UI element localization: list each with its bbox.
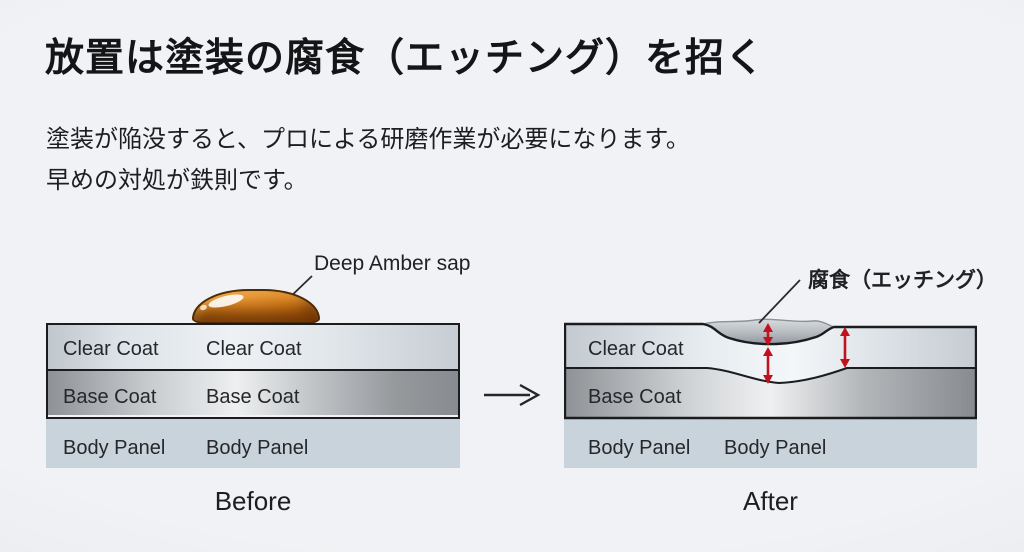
before-body-panel-label: Body Panel [206,437,309,459]
before-paint-stack [46,323,460,419]
after-caption: After [743,486,798,516]
after-diagram: 腐食（エッチング） Clear Coat Base Coat Body Pane… [564,240,997,530]
before-to-after-arrow-icon [484,383,541,407]
sap-callout-label: Deep Amber sap [314,252,471,275]
after-clear-coat-label: Clear Coat [588,338,684,360]
before-body-panel-label: Body Panel [63,437,166,459]
before-base-coat-label: Base Coat [206,386,300,408]
before-caption: Before [214,486,292,516]
subtitle-line-1: 塗装が陥没すると、プロによる研磨作業が必要になります。 [46,126,690,153]
etch-depth-arrows [763,323,850,384]
page-title: 放置は塗装の腐食（エッチング）を招く [45,37,766,80]
subtitle: 塗装が陥没すると、プロによる研磨作業が必要になります。 早めの対処が鉄則です。 [46,119,690,201]
before-diagram: Deep Amber sap Clear Coat Clear Coat Bas… [46,240,470,530]
after-etched-layers-drawing [564,279,977,468]
after-base-coat-layer [564,368,977,419]
before-clear-coat-layer [48,325,458,371]
before-base-coat-label: Base Coat [63,386,157,408]
before-clear-coat-label: Clear Coat [63,338,159,360]
after-base-coat-label: Base Coat [588,386,682,408]
after-body-panel-layer [564,419,977,468]
after-body-panel-label: Body Panel [724,437,827,459]
etch-callout-label: 腐食（エッチング） [808,269,997,292]
before-body-panel-layer [46,419,460,468]
etch-leader-line [758,279,801,324]
before-clear-coat-label: Clear Coat [206,338,302,360]
before-base-coat-layer [48,371,458,415]
after-body-panel-label: Body Panel [588,437,691,459]
subtitle-line-2: 早めの対処が鉄則です。 [46,167,308,194]
